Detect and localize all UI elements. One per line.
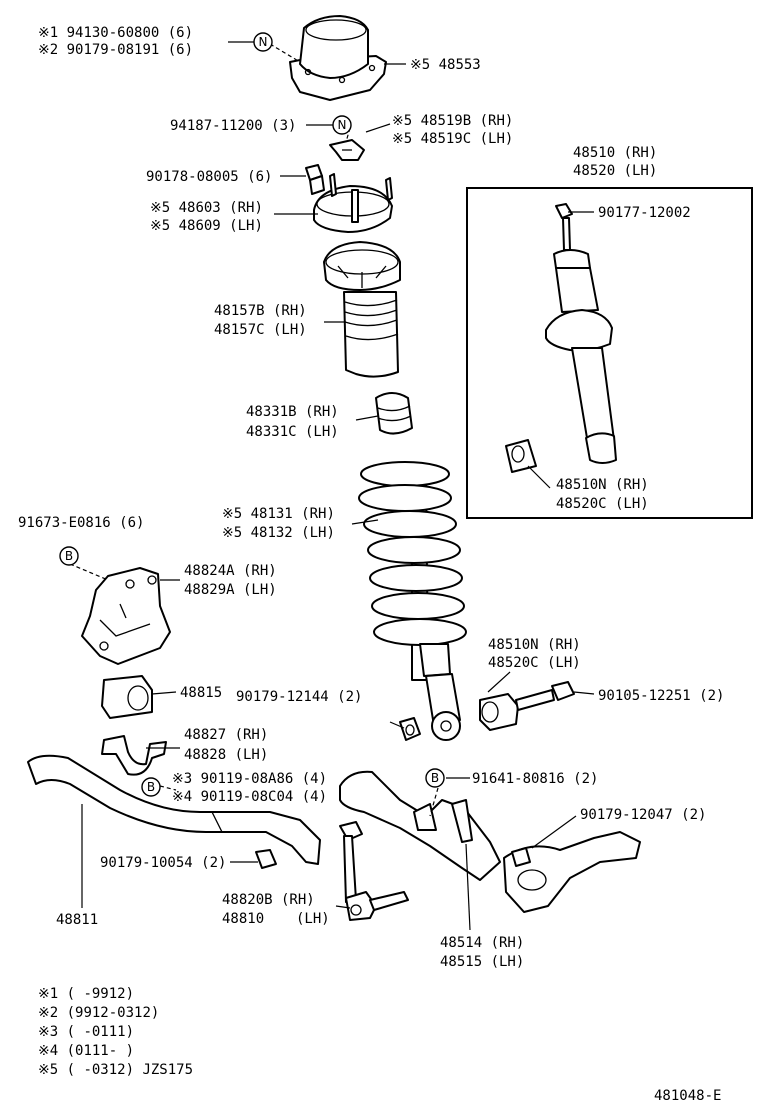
label-48157b: 48157B (RH) xyxy=(214,303,307,319)
clip-part xyxy=(329,139,365,161)
nut-90179-12144 xyxy=(399,717,421,741)
svg-text:B: B xyxy=(431,771,439,785)
stabilizer-clamp xyxy=(101,735,167,776)
label-48828: 48828 (LH) xyxy=(184,747,268,763)
dust-boot xyxy=(343,291,399,378)
svg-text:N: N xyxy=(338,118,347,132)
label-48603: ※5 48603 (RH) xyxy=(150,200,263,216)
svg-text:N: N xyxy=(259,35,268,49)
spring-upper-seat xyxy=(323,241,401,291)
shock-absorber-box xyxy=(466,187,753,519)
label-48131: ※5 48131 (RH) xyxy=(222,506,335,522)
note-4: ※4 (0111- ) xyxy=(38,1043,134,1059)
coil-spring-assembly xyxy=(358,461,467,741)
marker-b-2: B xyxy=(141,777,161,797)
part-labels: ※1 94130-60800 (6) ※2 90179-08191 (6) ※5… xyxy=(18,25,724,970)
label-91641-80816: 91641-80816 (2) xyxy=(472,771,598,787)
label-48510n-lower: 48510N (RH) xyxy=(488,637,581,653)
label-48811: 48811 xyxy=(56,912,98,928)
lower-bushing-bolt xyxy=(479,681,575,731)
nut-upper xyxy=(305,164,325,195)
note-3: ※3 ( -0111) xyxy=(38,1024,134,1040)
label-48827: 48827 (RH) xyxy=(184,727,268,743)
label-48553: ※5 48553 xyxy=(410,57,481,73)
label-90177-12002: 90177-12002 xyxy=(598,205,691,221)
stabilizer-bushing xyxy=(101,675,153,719)
note-5: ※5 ( -0312) JZS175 xyxy=(38,1062,193,1078)
label-48519b: ※5 48519B (RH) xyxy=(392,113,513,129)
note-1: ※1 ( -9912) xyxy=(38,986,134,1002)
upper-support xyxy=(313,173,393,233)
label-48514: 48514 (RH) xyxy=(440,935,524,951)
label-90105-12251: 90105-12251 (2) xyxy=(598,688,724,704)
marker-n-2: N xyxy=(332,115,352,135)
label-94187-11200: 94187-11200 (3) xyxy=(170,118,296,134)
label-48331c: 48331C (LH) xyxy=(246,424,339,440)
label-48609: ※5 48609 (LH) xyxy=(150,218,263,234)
label-48515: 48515 (LH) xyxy=(440,954,524,970)
marker-b-3: B xyxy=(425,768,445,788)
label-94130-60800: ※1 94130-60800 (6) xyxy=(38,25,193,41)
label-48331b: 48331B (RH) xyxy=(246,404,339,420)
label-48520c-lower: 48520C (LH) xyxy=(488,655,581,671)
label-90119-08a86: ※3 90119-08A86 (4) xyxy=(172,771,327,787)
lower-arm-assembly xyxy=(339,770,641,913)
upper-support-cover xyxy=(289,15,387,101)
stabilizer-bar xyxy=(27,754,321,865)
stabilizer-bracket xyxy=(81,567,171,665)
diagram-id: 481048-E xyxy=(654,1088,721,1104)
leader-lines xyxy=(69,41,595,931)
label-48520c-upper: 48520C (LH) xyxy=(556,496,649,512)
label-90179-08191: ※2 90179-08191 (6) xyxy=(38,42,193,58)
bump-stopper xyxy=(375,392,413,435)
stabilizer-link xyxy=(339,821,409,921)
label-90178-08005: 90178-08005 (6) xyxy=(146,169,272,185)
label-90179-12144: 90179-12144 (2) xyxy=(236,689,362,705)
label-90179-12047: 90179-12047 (2) xyxy=(580,807,706,823)
label-48815: 48815 xyxy=(180,685,222,701)
label-48520: 48520 (LH) xyxy=(573,163,657,179)
label-48829a: 48829A (LH) xyxy=(184,582,277,598)
marker-n-1: N xyxy=(253,32,273,52)
label-48510n-upper: 48510N (RH) xyxy=(556,477,649,493)
svg-text:B: B xyxy=(65,549,73,563)
label-48810: 48810 xyxy=(222,911,264,927)
footnotes: ※1 ( -9912) ※2 (9912-0312) ※3 ( -0111) ※… xyxy=(38,986,193,1078)
marker-b-1: B xyxy=(59,546,79,566)
note-2: ※2 (9912-0312) xyxy=(38,1005,159,1021)
stabilizer-nut xyxy=(255,849,277,869)
label-48820b: 48820B (RH) xyxy=(222,892,315,908)
label-48510: 48510 (RH) xyxy=(573,145,657,161)
label-48810-side: (LH) xyxy=(296,911,330,927)
label-48519c: ※5 48519C (LH) xyxy=(392,131,513,147)
label-48824a: 48824A (RH) xyxy=(184,563,277,579)
label-90119-08c04: ※4 90119-08C04 (4) xyxy=(172,789,327,805)
label-90179-10054: 90179-10054 (2) xyxy=(100,855,226,871)
label-91673-e0816: 91673-E0816 (6) xyxy=(18,515,144,531)
svg-text:B: B xyxy=(147,780,155,794)
label-48132: ※5 48132 (LH) xyxy=(222,525,335,541)
shock-absorber xyxy=(505,203,617,473)
label-48157c: 48157C (LH) xyxy=(214,322,307,338)
